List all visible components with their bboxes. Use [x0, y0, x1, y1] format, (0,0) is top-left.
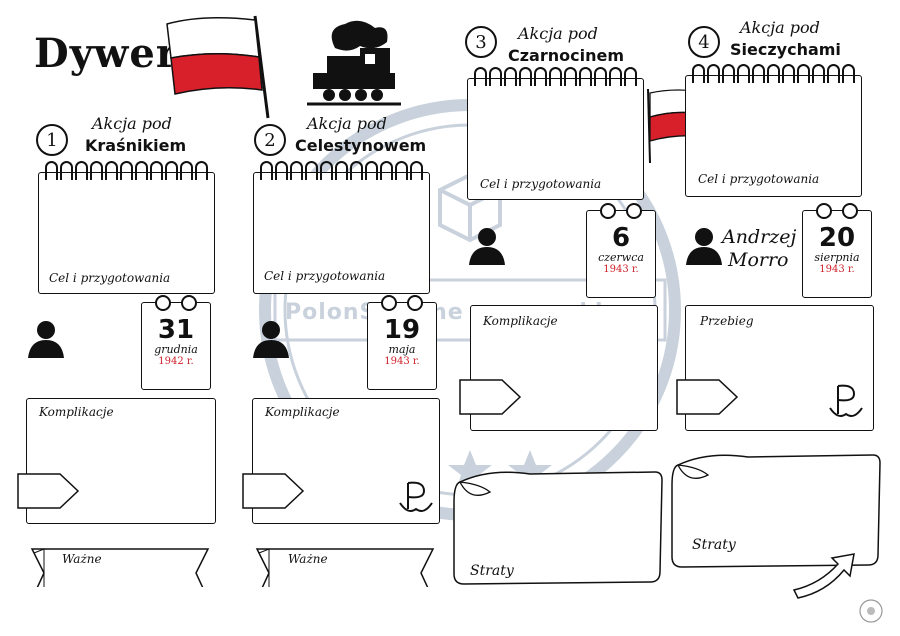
person-silhouette-icon — [253, 321, 289, 358]
calendar-month: maja — [388, 343, 416, 356]
spiral-binding-icon — [260, 161, 423, 183]
calendar-year: 1943 r. — [603, 264, 639, 275]
complication-label: Komplikacje — [483, 314, 558, 328]
action-number: 2 — [254, 124, 286, 156]
date-calendar: 19 maja 1943 r. — [367, 295, 437, 390]
goal-label: Cel i przygotowania — [698, 172, 820, 186]
arrow-tag-icon — [459, 379, 522, 415]
arrow-tag-icon — [17, 473, 80, 509]
person-silhouette-icon — [28, 321, 64, 358]
action-heading-line1: Akcja pod — [740, 18, 820, 37]
goal-box[interactable]: Cel i przygotowania — [38, 161, 215, 294]
important-label: Ważne — [62, 552, 102, 566]
goal-box[interactable]: Cel i przygotowania — [253, 161, 430, 294]
author-first-name: Andrzej — [722, 226, 797, 248]
arrow-icon — [792, 553, 855, 599]
calendar-year: 1943 r. — [819, 264, 855, 275]
poland-flag-icon — [166, 15, 270, 119]
action-heading-line2: Celestynowem — [295, 136, 427, 155]
author-last-name: Morro — [728, 248, 789, 271]
spiral-binding-icon — [45, 161, 208, 183]
date-calendar: 20 sierpnia 1943 r. — [802, 203, 872, 298]
action-heading-line2: Czarnocinem — [508, 46, 625, 65]
action-heading-line2: Sieczychami — [730, 40, 841, 59]
action-heading-line1: Akcja pod — [518, 24, 598, 43]
locomotive-icon — [307, 20, 401, 106]
action-heading-line1: Akcja pod — [92, 114, 172, 133]
spiral-binding-icon — [692, 64, 855, 86]
goal-label: Cel i przygotowania — [480, 177, 602, 191]
action-heading-line2: Kraśnikiem — [85, 136, 187, 155]
action-number: 3 — [465, 26, 497, 58]
spiral-binding-icon — [474, 67, 637, 89]
calendar-day: 20 — [818, 223, 856, 253]
calendar-month: grudnia — [154, 343, 198, 356]
calendar-year: 1942 r. — [158, 356, 194, 367]
goal-box[interactable]: Cel i przygotowania — [467, 67, 644, 200]
losses-label: Straty — [692, 537, 736, 553]
important-label: Ważne — [288, 552, 328, 566]
author-name: Andrzej Morro — [722, 226, 796, 272]
action-number: 4 — [688, 26, 720, 58]
calendar-month: sierpnia — [814, 251, 860, 264]
fighting-poland-anchor-icon — [829, 384, 863, 417]
person-silhouette-icon — [469, 228, 505, 265]
ribbon-banner-icon — [255, 548, 435, 587]
publisher-logo-icon — [859, 599, 883, 623]
losses-scroll-box[interactable] — [668, 445, 883, 573]
date-calendar: 31 grudnia 1942 r. — [141, 295, 211, 390]
losses-label: Straty — [470, 563, 514, 579]
course-label: Przebieg — [700, 314, 754, 328]
complication-label: Komplikacje — [265, 405, 340, 419]
action-heading-line1: Akcja pod — [307, 114, 387, 133]
losses-scroll-box[interactable] — [450, 462, 665, 590]
goal-box[interactable]: Cel i przygotowania — [685, 64, 862, 197]
action-number: 1 — [36, 124, 68, 156]
ribbon-banner-icon — [30, 548, 210, 587]
calendar-year: 1943 r. — [384, 356, 420, 367]
person-silhouette-icon — [686, 228, 722, 265]
complication-box[interactable]: Komplikacje — [470, 305, 658, 431]
goal-label: Cel i przygotowania — [49, 271, 171, 285]
calendar-day: 19 — [383, 315, 421, 345]
arrow-tag-icon — [242, 473, 305, 509]
date-calendar: 6 czerwca 1943 r. — [586, 203, 656, 298]
calendar-month: czerwca — [598, 251, 644, 264]
calendar-day: 31 — [157, 315, 195, 345]
goal-label: Cel i przygotowania — [264, 269, 386, 283]
fighting-poland-anchor-icon — [399, 481, 433, 512]
calendar-day: 6 — [611, 223, 631, 253]
complication-label: Komplikacje — [39, 405, 114, 419]
arrow-tag-icon — [676, 379, 739, 415]
